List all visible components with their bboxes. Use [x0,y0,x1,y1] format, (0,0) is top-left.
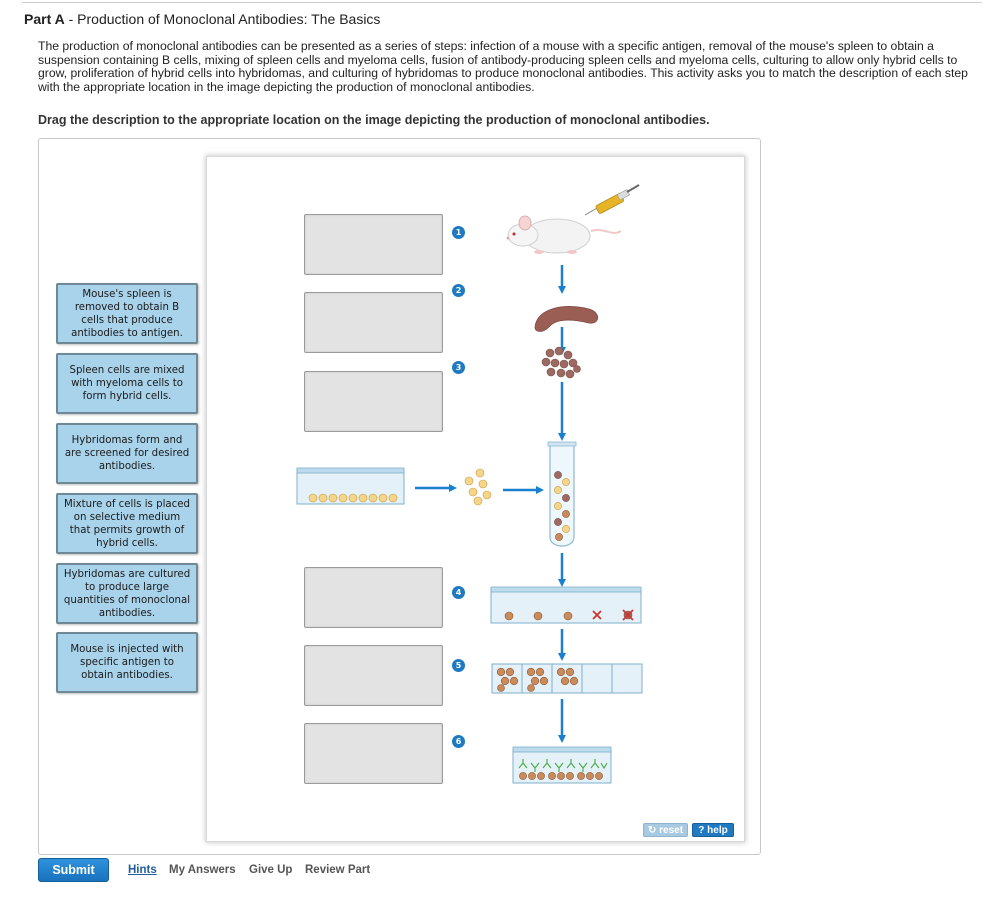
drop-zone-1[interactable] [304,214,443,275]
antibody-culture-dish [512,746,612,784]
drop-zone-2[interactable] [304,292,443,353]
my-answers-link[interactable]: My Answers [169,864,236,876]
diagram-canvas: 1 2 3 4 5 6 [207,157,744,841]
drag-label-cells-mixed[interactable]: Spleen cells are mixed with myeloma cell… [56,353,198,414]
review-part-link[interactable]: Review Part [305,864,371,876]
drag-label-hybridomas-cultured[interactable]: Hybridomas are cultured to produce large… [56,563,198,624]
mouse-icon [506,215,622,254]
step-badge-2: 2 [452,284,465,297]
part-label: Part A [24,11,65,27]
help-button[interactable]: ? help [692,823,734,837]
drag-label-hybridomas-screened[interactable]: Hybridomas form and are screened for des… [56,423,198,484]
title-separator: - [64,11,78,27]
part-title: Part A - Production of Monoclonal Antibo… [24,11,380,27]
step-badge-5: 5 [452,659,465,672]
drop-zone-5[interactable] [304,645,443,706]
intro-paragraph: The production of monoclonal antibodies … [38,39,968,94]
question-icon: ? [698,825,708,836]
hybridoma-well-plate [491,663,643,694]
give-up-link[interactable]: Give Up [249,864,293,876]
selective-medium-dish [490,586,642,624]
drag-label-mouse-injected[interactable]: Mouse is injected with specific antigen … [56,632,198,693]
antibodies-icon [518,759,608,772]
drag-label-spleen-removed[interactable]: Mouse's spleen is removed to obtain B ce… [56,283,198,344]
step-badge-3: 3 [452,361,465,374]
drag-label-selective-medium[interactable]: Mixture of cells is placed on selective … [56,493,198,554]
help-label: help [707,825,728,836]
instruction-text: Drag the description to the appropriate … [38,113,710,127]
top-divider [22,2,982,3]
drop-zone-6[interactable] [304,723,443,784]
rejected-cells-marks [592,609,634,621]
process-illustration [296,184,643,784]
myeloma-culture-dish [296,467,405,505]
refresh-icon: ↻ [647,825,660,836]
spleen-icon [534,306,599,332]
submit-button[interactable]: Submit [38,858,109,882]
spleen-cells-cluster [541,346,581,379]
drop-zone-3[interactable] [304,371,443,432]
hints-link[interactable]: Hints [128,864,157,876]
step-badge-4: 4 [452,586,465,599]
part-heading: Production of Monoclonal Antibodies: The… [77,11,381,27]
mixing-test-tube [547,441,577,547]
reset-label: reset [659,825,684,836]
reset-button[interactable]: ↻ reset [643,823,688,837]
myeloma-cells-cluster [464,468,492,506]
syringe-icon [584,184,640,216]
drop-zone-4[interactable] [304,567,443,628]
step-badge-6: 6 [452,735,465,748]
step-badge-1: 1 [452,226,465,239]
